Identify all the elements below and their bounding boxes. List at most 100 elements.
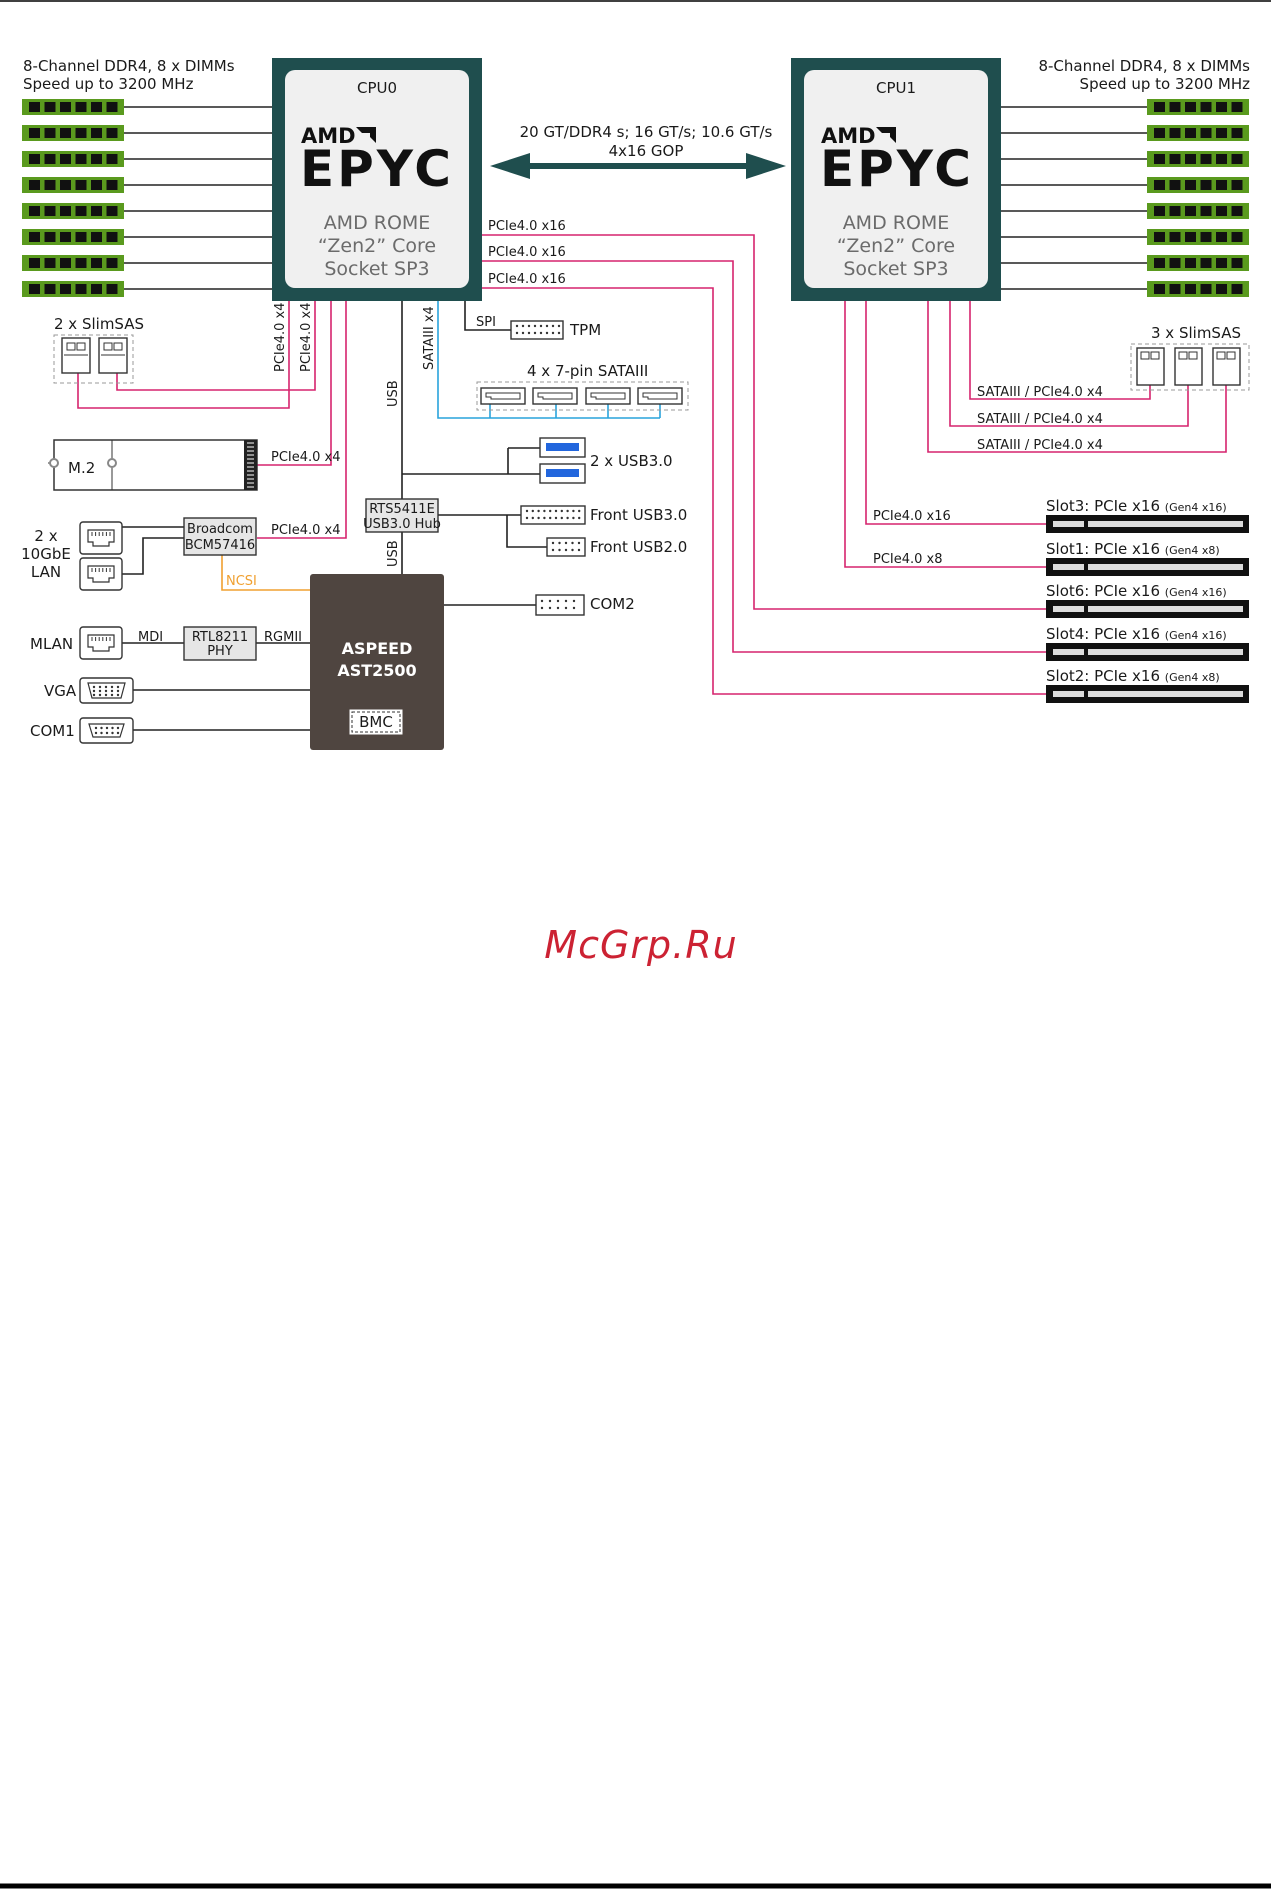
pcie-label-a: PCIe4.0 x16 xyxy=(488,219,566,234)
sata-port-icon xyxy=(585,387,631,405)
watermark: McGrp.Ru xyxy=(544,923,737,967)
sata-port-icon xyxy=(637,387,683,405)
dimm-module xyxy=(1001,203,1249,219)
sata-port-icon xyxy=(532,387,578,405)
dimm-module xyxy=(1001,125,1249,141)
front-usb20-label: Front USB2.0 xyxy=(590,538,687,556)
usb-link-lower: USB xyxy=(386,540,401,567)
nic-link-label: PCIe4.0 x4 xyxy=(271,523,341,538)
rj45-port-icon xyxy=(79,626,123,660)
dimm-module xyxy=(1001,151,1249,167)
slimsas-left-label: 2 x SlimSAS xyxy=(54,315,144,333)
pcie-slot: Slot3: PCIe x16 (Gen4 x16) xyxy=(1046,497,1249,533)
dimm-module xyxy=(22,177,272,193)
amd-arrow-icon xyxy=(356,127,376,143)
cpu1-label: CPU1 xyxy=(876,79,916,97)
cpu0-line2: “Zen2” Core xyxy=(318,235,436,257)
slimsas-connector-icon xyxy=(1136,347,1165,386)
usb30-ports-icon xyxy=(539,437,586,484)
phy-line1: RTL8211 xyxy=(192,630,248,645)
slimsas-right-frame xyxy=(1130,343,1250,391)
lan-line1: 2 x xyxy=(34,527,57,545)
lan-line2: 10GbE xyxy=(21,545,71,563)
ncsi-trace xyxy=(221,555,310,591)
dimm-module xyxy=(22,151,272,167)
cpu1-brand: AMD xyxy=(821,124,876,148)
memory-right-line1: 8-Channel DDR4, 8 x DIMMs xyxy=(1038,57,1250,75)
pcie-slots: Slot3: PCIe x16 (Gen4 x16) Slot1: PCIe x1… xyxy=(1046,497,1249,703)
rj45-port-icon xyxy=(79,557,123,591)
bmc-label: BMC xyxy=(359,713,393,731)
memory-right-line2: Speed up to 3200 MHz xyxy=(1080,75,1251,93)
dimm-module xyxy=(22,203,272,219)
cpu0-label: CPU0 xyxy=(357,79,397,97)
pcie-label-b: PCIe4.0 x16 xyxy=(488,245,566,260)
m2-link-label: PCIe4.0 x4 xyxy=(271,450,341,465)
slimsas-right-connectors xyxy=(1136,347,1241,386)
memory-left-line1: 8-Channel DDR4, 8 x DIMMs xyxy=(23,57,235,75)
slot-label: Slot4: PCIe x16 (Gen4 x16) xyxy=(1046,625,1227,643)
bmc-chip-line1: ASPEED xyxy=(342,639,413,658)
m2-label: M.2 xyxy=(68,459,95,477)
sata-port-icon xyxy=(480,387,526,405)
slimsas-connector-icon xyxy=(1212,347,1241,386)
tpm-label: TPM xyxy=(569,321,601,339)
bmc-chip-line2: AST2500 xyxy=(337,661,416,680)
cpu1-line2: “Zen2” Core xyxy=(837,235,955,257)
vga-port-icon xyxy=(79,677,134,704)
dimm-module xyxy=(1001,99,1249,115)
usb-hub-chip: RTS5411E USB3.0 Hub xyxy=(363,498,441,533)
dimm-group-left xyxy=(22,99,272,297)
slimsas-link-2: PCIe4.0 x4 xyxy=(299,302,314,372)
pcie-traces xyxy=(77,234,1227,695)
slimsas-connector-icon xyxy=(1174,347,1203,386)
sata-trace xyxy=(437,301,661,419)
dimm-group-right xyxy=(1001,99,1249,297)
cpu0-brand: AMD xyxy=(301,124,356,148)
pcie-slot: Slot4: PCIe x16 (Gen4 x16) xyxy=(1046,625,1249,661)
dimm-module xyxy=(22,255,272,271)
sata-ports-frame xyxy=(476,381,689,411)
bmc-chip: ASPEED AST2500 BMC xyxy=(310,574,444,750)
arrow-left-icon xyxy=(490,153,530,179)
front-usb20-header-icon xyxy=(546,537,586,557)
slot-gen: (Gen4 x8) xyxy=(1165,544,1220,557)
slimsas-left-connectors xyxy=(53,334,134,384)
cpu0-line3: Socket SP3 xyxy=(324,258,429,280)
slot-label: Slot3: PCIe x16 (Gen4 x16) xyxy=(1046,497,1227,515)
com2-label: COM2 xyxy=(590,595,635,613)
slot-gen: (Gen4 x16) xyxy=(1165,501,1227,514)
hub-line2: USB3.0 Hub xyxy=(363,517,441,532)
lan-line3: LAN xyxy=(31,563,61,581)
slot-gen: (Gen4 x8) xyxy=(1165,671,1220,684)
slimsas-right-link-1: SATAIII / PCIe4.0 x4 xyxy=(977,385,1103,400)
slot-gen: (Gen4 x16) xyxy=(1165,629,1227,642)
amd-arrow-icon xyxy=(876,127,896,143)
phy-line2: PHY xyxy=(207,644,233,659)
cpu0-package: CPU0 AMD EPYC AMD ROME “Zen2” Core Socke… xyxy=(272,58,482,301)
dimm-module xyxy=(22,281,272,297)
dimm-module xyxy=(22,125,272,141)
m2-slot: M.2 xyxy=(48,439,258,491)
mlan-label: MLAN xyxy=(30,635,73,653)
cpu1-product: EPYC xyxy=(820,140,974,198)
pcie-slot: Slot1: PCIe x16 (Gen4 x8) xyxy=(1046,540,1249,576)
spi-link: SPI xyxy=(476,315,496,330)
tpm-header-icon xyxy=(510,320,564,340)
slot3-link-label: PCIe4.0 x16 xyxy=(873,509,951,524)
broadcom-chip: Broadcom BCM57416 xyxy=(183,517,257,556)
phy-chip: RTL8211 PHY xyxy=(183,626,257,661)
nic-line2: BCM57416 xyxy=(185,538,255,553)
slot-label: Slot2: PCIe x16 (Gen4 x8) xyxy=(1046,667,1220,685)
pcie-slot: Slot6: PCIe x16 (Gen4 x16) xyxy=(1046,582,1249,618)
hub-line1: RTS5411E xyxy=(369,502,435,517)
arrow-right-icon xyxy=(746,153,786,179)
cpu-interconnect: 20 GT/DDR4 s; 16 GT/s; 10.6 GT/s 4x16 GO… xyxy=(490,123,786,179)
ncsi-label: NCSI xyxy=(226,574,257,589)
slot1-link-label: PCIe4.0 x8 xyxy=(873,552,943,567)
dimm-module xyxy=(1001,255,1249,271)
front-usb30-label: Front USB3.0 xyxy=(590,506,687,524)
signal-traces xyxy=(122,301,547,731)
pcie-label-c: PCIe4.0 x16 xyxy=(488,272,566,287)
